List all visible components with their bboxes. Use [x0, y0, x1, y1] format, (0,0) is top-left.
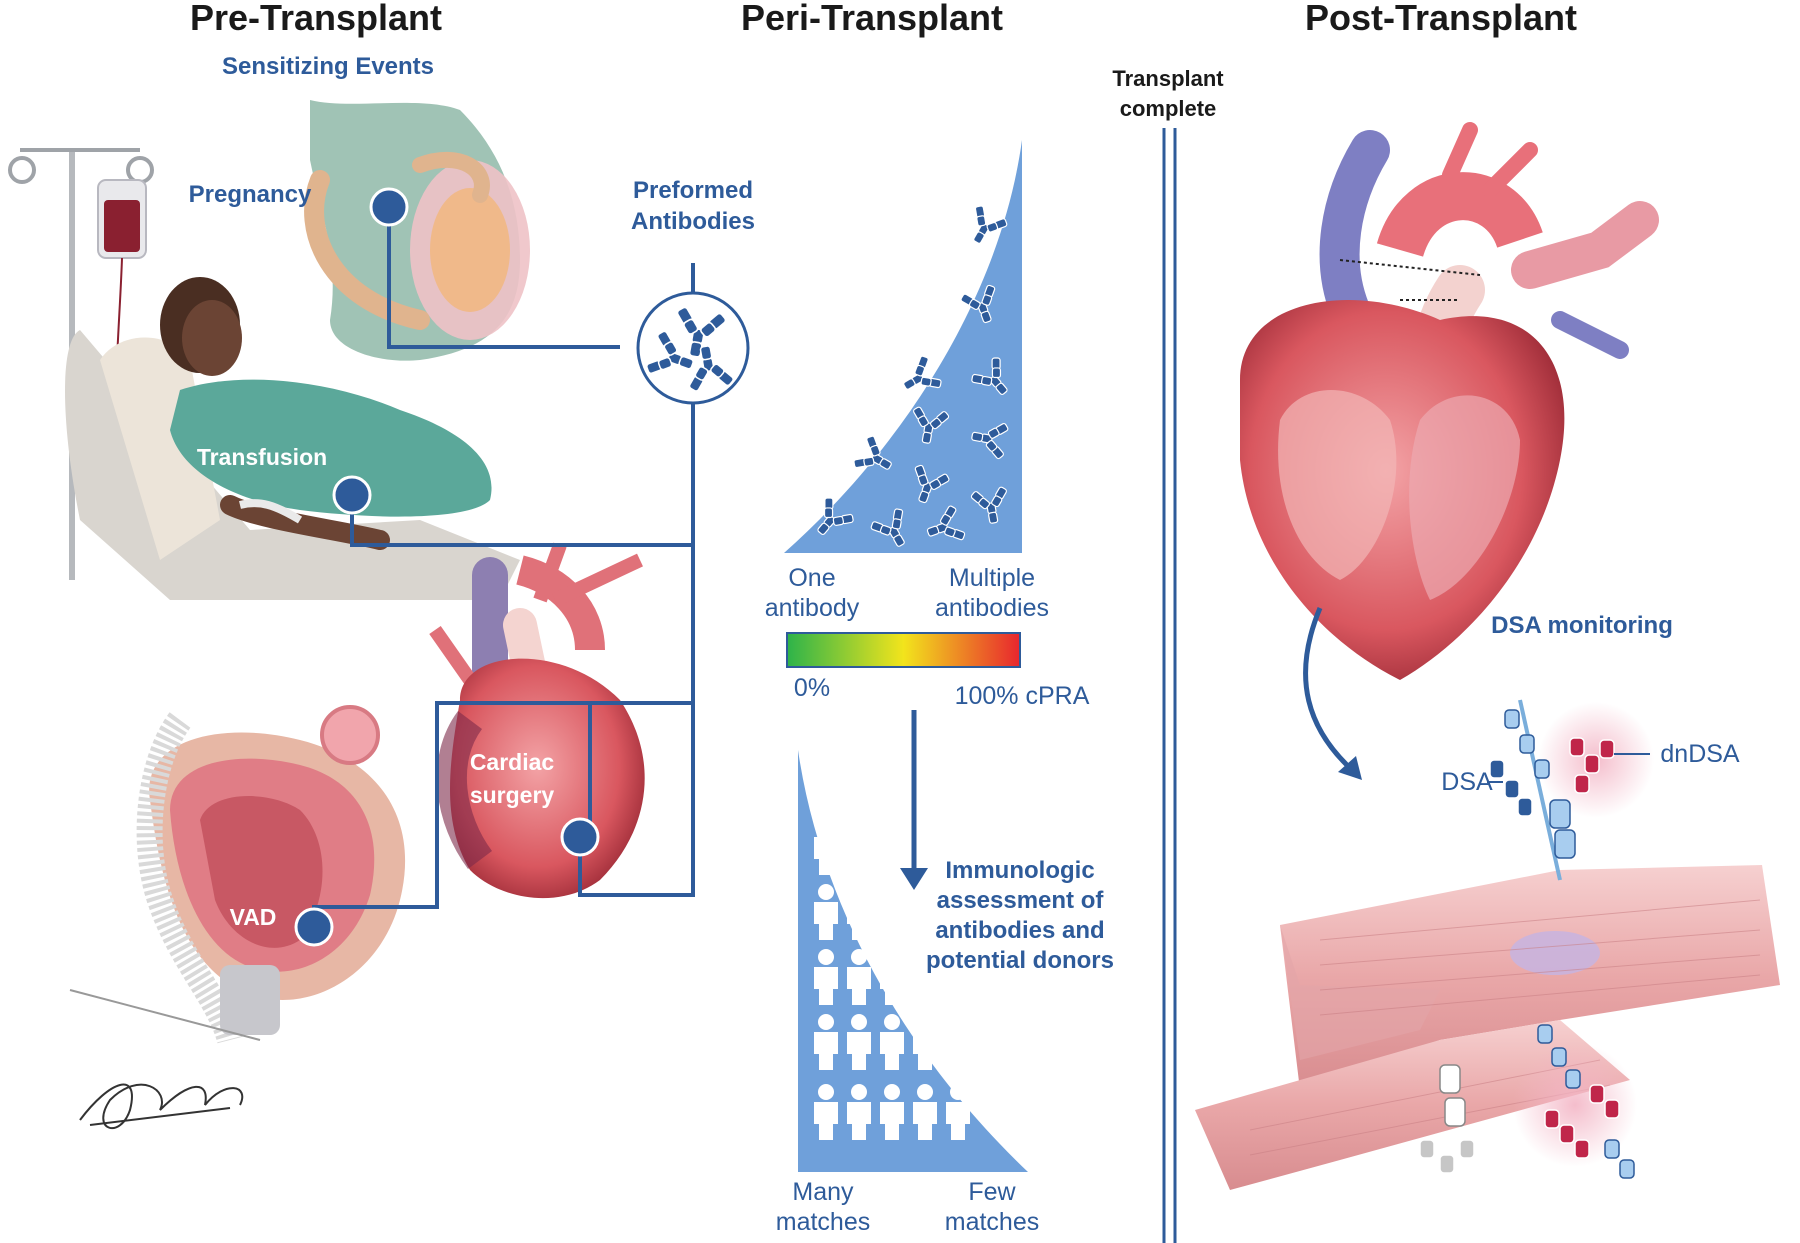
header-pre-transplant: Pre-Transplant: [190, 0, 442, 38]
assessment-label-line1: Immunologic: [945, 857, 1094, 884]
preformed-antibodies-label-line2: Antibodies: [631, 208, 755, 235]
cardiac-surgery-node: [560, 817, 600, 857]
transfusion-node: [332, 475, 372, 515]
preformed-antibodies-circle: [636, 291, 750, 405]
header-post-transplant: Post-Transplant: [1305, 0, 1577, 38]
bound-antibodies-lower: [1419, 1024, 1637, 1179]
vad-node: [294, 907, 334, 947]
multiple-antibodies-label-line2: antibodies: [935, 594, 1049, 622]
one-antibody-label-line1: One: [788, 564, 835, 592]
few-matches-label-line1: Few: [968, 1178, 1016, 1206]
cardiac-muscle-fiber-illustration: [1195, 865, 1780, 1190]
few-matches-label-line2: matches: [945, 1208, 1039, 1236]
transplanted-heart-illustration: [1240, 122, 1659, 680]
cpra-high-label: 100% cPRA: [955, 682, 1090, 710]
curved-arrow-icon: [1303, 607, 1362, 780]
antibody-triangle: [784, 140, 1022, 556]
cardiac-surgery-heart-illustration: [429, 542, 645, 899]
assessment-label-line4: potential donors: [926, 947, 1114, 974]
many-matches-label-line1: Many: [792, 1178, 854, 1206]
dsa-monitoring-label: DSA monitoring: [1491, 612, 1673, 639]
artist-signature: [79, 1083, 244, 1130]
transfusion-patient-illustration: [65, 277, 520, 600]
pregnancy-illustration: [304, 100, 530, 361]
multiple-antibodies-label-line1: Multiple: [949, 564, 1035, 592]
cpra-gradient-bar: [786, 632, 1021, 668]
pregnancy-node: [369, 187, 409, 227]
pregnancy-label: Pregnancy: [189, 181, 312, 208]
assessment-label-line3: antibodies and: [935, 917, 1104, 944]
dsa-label: DSA: [1441, 768, 1493, 796]
cpra-low-label: 0%: [794, 674, 830, 702]
transplant-complete-label-line1: Transplant: [1112, 66, 1224, 91]
donor-matches-triangle: [798, 750, 1028, 1172]
arrow-down-icon: [900, 710, 928, 890]
transplant-divider: [1162, 128, 1177, 1243]
transplant-complete-label-line2: complete: [1120, 96, 1217, 121]
cardiac-surgery-label-line2: surgery: [470, 782, 555, 808]
dndsa-label: dnDSA: [1660, 740, 1740, 768]
many-matches-label-line2: matches: [776, 1208, 870, 1236]
assessment-label-line2: assessment of: [937, 887, 1105, 914]
vad-heart-illustration: [69, 705, 406, 1044]
header-peri-transplant: Peri-Transplant: [741, 0, 1003, 38]
preformed-antibodies-label-line1: Preformed: [633, 177, 753, 204]
one-antibody-label-line2: antibody: [765, 594, 860, 622]
sensitizing-events-subtitle: Sensitizing Events: [222, 53, 434, 80]
dsa-antibody-cluster: [1487, 699, 1654, 881]
cardiac-surgery-label-line1: Cardiac: [470, 749, 555, 775]
vad-label: VAD: [230, 904, 277, 930]
transfusion-label: Transfusion: [197, 444, 327, 470]
